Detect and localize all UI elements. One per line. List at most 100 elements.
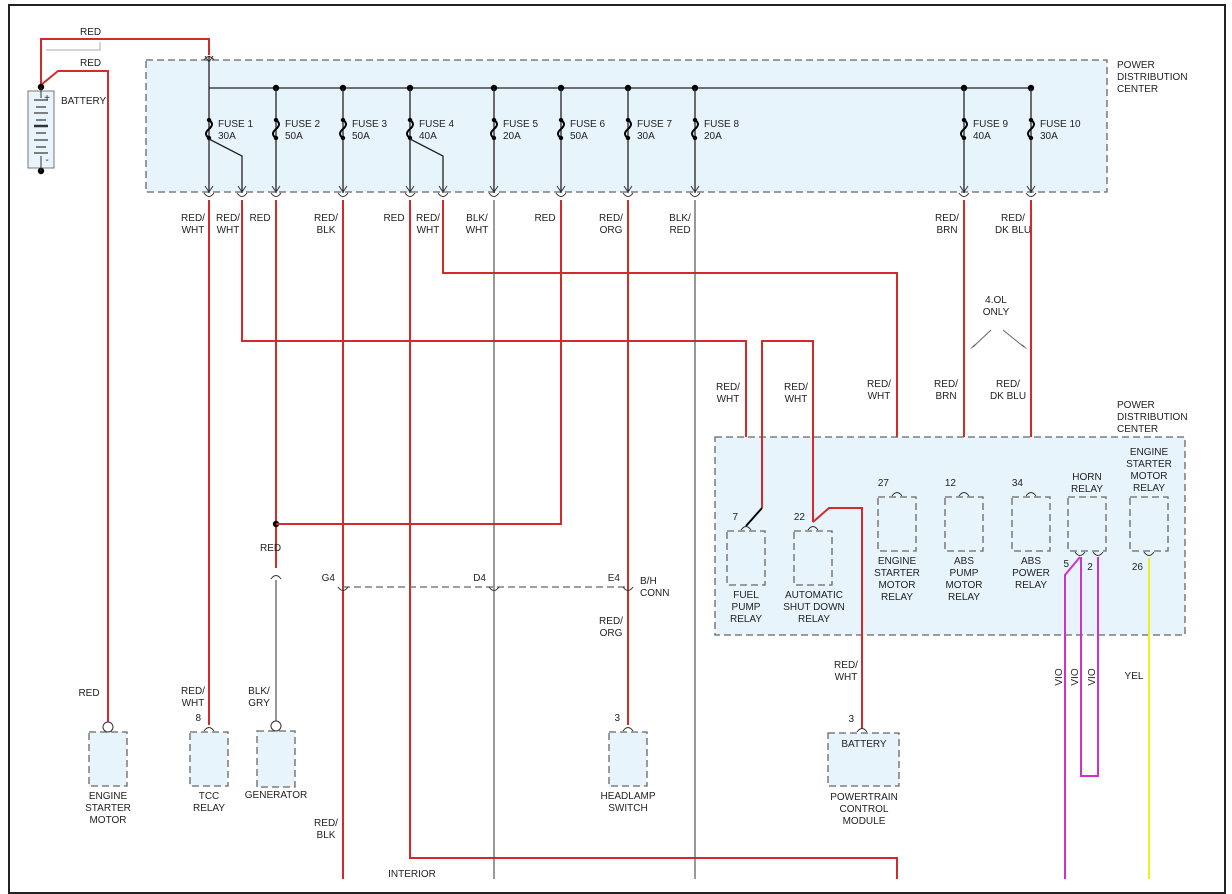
wire-fuse4-interior xyxy=(409,200,898,879)
relay-name: RELAY xyxy=(1071,484,1103,495)
wire-color-label: DK BLU xyxy=(990,391,1026,402)
pdc-output-connector xyxy=(958,192,970,197)
component-box xyxy=(189,731,229,787)
pdc-upper-label: DISTRIBUTION xyxy=(1117,72,1188,83)
wire-color-label: RED/ xyxy=(599,213,623,224)
relay-pin-number: 27 xyxy=(878,478,890,489)
bh-pin-label: D4 xyxy=(473,573,486,584)
fuse-terminal xyxy=(407,117,413,123)
arrow-icon xyxy=(623,185,633,193)
component-name: POWERTRAIN xyxy=(830,792,898,803)
relay-pin-number: 12 xyxy=(945,478,957,489)
battery-icon xyxy=(27,90,55,169)
generator-connector xyxy=(270,575,282,580)
wire-color-label: RED/ xyxy=(599,616,623,627)
pdc-output-connector xyxy=(622,192,634,197)
wire-battery-to-pdc xyxy=(40,38,210,85)
component-box xyxy=(827,732,900,787)
fuse-rating: 20A xyxy=(503,131,521,142)
relay-name: RELAY xyxy=(1133,483,1165,494)
relay-box xyxy=(793,530,833,586)
wire-color-label: BLK/ xyxy=(248,686,270,697)
wire-horn-vio xyxy=(1064,556,1081,879)
relay-name: ABS xyxy=(954,556,974,567)
bh-pin-label: G4 xyxy=(322,573,336,584)
pdc-upper-box xyxy=(145,59,1108,193)
wire-fuse4-to-starter-relay xyxy=(442,200,898,492)
note-4ol: ONLY xyxy=(983,307,1010,318)
fuse-terminal xyxy=(1028,117,1034,123)
fuse-terminal xyxy=(558,135,564,141)
wire-battery-to-starter xyxy=(40,70,109,725)
fuse-name: FUSE 7 xyxy=(637,119,672,130)
horn-relay-pin xyxy=(1092,551,1104,556)
fuse-terminal xyxy=(340,135,346,141)
wire-color-label: RED/ xyxy=(314,213,338,224)
component-name: STARTER xyxy=(85,803,131,814)
component-connector xyxy=(203,727,215,732)
pdc-output-connector xyxy=(270,192,282,197)
horn-relay-pin xyxy=(1074,551,1086,556)
component-name: ENGINE xyxy=(89,791,128,802)
relay-pin-connector xyxy=(958,492,970,497)
component-connector xyxy=(622,727,634,732)
wire-color-label: BLK/ xyxy=(669,213,691,224)
arrow-icon xyxy=(338,185,348,193)
fuse-icon xyxy=(960,119,968,139)
fuse-icon xyxy=(624,119,632,139)
ring-terminal-icon xyxy=(102,721,114,733)
relay-name: STARTER xyxy=(874,568,920,579)
fuse-icon xyxy=(557,119,565,139)
pdc-output-connector xyxy=(203,192,215,197)
fuse-terminal xyxy=(692,117,698,123)
fuse-rating: 30A xyxy=(1040,131,1058,142)
wire-color-label: BRN xyxy=(936,225,957,236)
fuse-terminal xyxy=(206,117,212,123)
fuse-name: FUSE 1 xyxy=(218,119,253,130)
fuse-terminal xyxy=(491,135,497,141)
component-connector xyxy=(856,728,868,733)
wire-color-label: WHT xyxy=(466,225,489,236)
relay-name: HORN xyxy=(1072,472,1101,483)
note-4ol: 4.OL xyxy=(985,295,1007,306)
wire-color-label: VIO xyxy=(1087,668,1098,685)
pdc-output-connector xyxy=(555,192,567,197)
relay-pin-connector xyxy=(1025,492,1037,497)
pdc-output-connector xyxy=(689,192,701,197)
arrow-icon xyxy=(690,185,700,193)
relay-box xyxy=(877,496,917,552)
fuse-name: FUSE 10 xyxy=(1040,119,1081,130)
relay-pin-number: 2 xyxy=(1087,562,1093,573)
relay-pin-number: 5 xyxy=(1063,559,1069,570)
arrow-icon xyxy=(204,55,214,63)
wire-color-label: WHT xyxy=(785,394,808,405)
component-box xyxy=(88,731,128,787)
relay-box xyxy=(1129,496,1169,552)
pdc-lower-label: POWER xyxy=(1117,400,1155,411)
wire-label: RED xyxy=(260,543,281,554)
fuse-rating: 20A xyxy=(704,131,722,142)
wire-color-label: RED xyxy=(534,213,555,224)
fuse-icon xyxy=(490,119,498,139)
arrow-icon xyxy=(271,185,281,193)
fuse-icon xyxy=(339,119,347,139)
bh-connector-label: B/H xyxy=(640,576,657,587)
fuse-name: FUSE 2 xyxy=(285,119,320,130)
relay-box xyxy=(1011,496,1051,552)
wire-label: RED xyxy=(80,58,101,69)
wire-asd-to-pcm xyxy=(812,507,863,729)
fuse-terminal xyxy=(961,117,967,123)
bh-pin-label: E4 xyxy=(608,573,621,584)
pdc-output-connector xyxy=(1025,192,1037,197)
relay-name: PUMP xyxy=(732,602,761,613)
arrow-icon xyxy=(438,185,448,193)
component-name: RELAY xyxy=(193,803,225,814)
bh-connector-pin xyxy=(488,586,500,591)
component-pin-number: 8 xyxy=(195,713,201,724)
fuse-split-lead xyxy=(208,138,243,193)
wire-color-label: RED/ xyxy=(314,818,338,829)
wire-color-label: RED/ xyxy=(716,382,740,393)
arrowhead-icon xyxy=(1021,343,1027,349)
wire-color-label: RED/ xyxy=(996,379,1020,390)
wire-color-label: RED/ xyxy=(216,213,240,224)
